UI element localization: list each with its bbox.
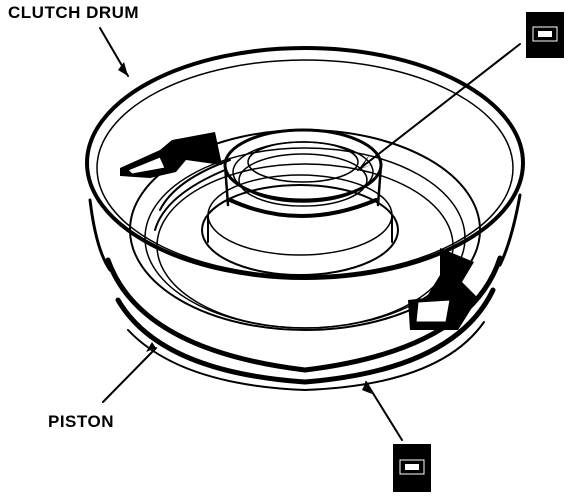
center-hub (201, 128, 399, 276)
piston-label: PISTON (48, 412, 114, 431)
arrowhead (118, 62, 128, 76)
clutch-drum (85, 46, 525, 392)
air-tag-icon (526, 12, 564, 58)
clutch-drum-label: CLUTCH DRUM (8, 3, 140, 22)
air-flow-arrow-right (408, 248, 478, 330)
piston-leader (102, 347, 157, 403)
arrowhead (146, 342, 156, 352)
lower-air-leader (365, 381, 403, 441)
arrowhead (362, 382, 372, 394)
air-flow-arrow-left (120, 132, 222, 178)
air-tag-icon (393, 444, 431, 492)
arrowhead (358, 154, 374, 170)
upper-air-leader (357, 43, 521, 171)
